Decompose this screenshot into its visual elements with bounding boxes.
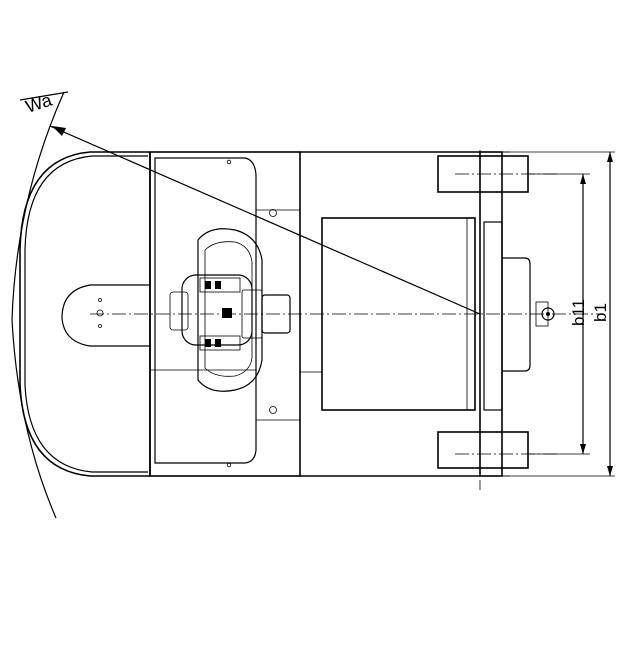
rear-compartment <box>61 284 150 347</box>
joystick-control-icon <box>199 277 241 351</box>
width-dimensions: b11 b1 <box>480 151 615 477</box>
centerlines <box>90 150 600 490</box>
control-console <box>169 228 291 392</box>
overall-width-label: b1 <box>591 303 610 322</box>
inner-width-label: b11 <box>569 299 588 326</box>
load-wheel-bottom <box>437 431 529 469</box>
turning-radius-label: Wa <box>23 89 55 116</box>
